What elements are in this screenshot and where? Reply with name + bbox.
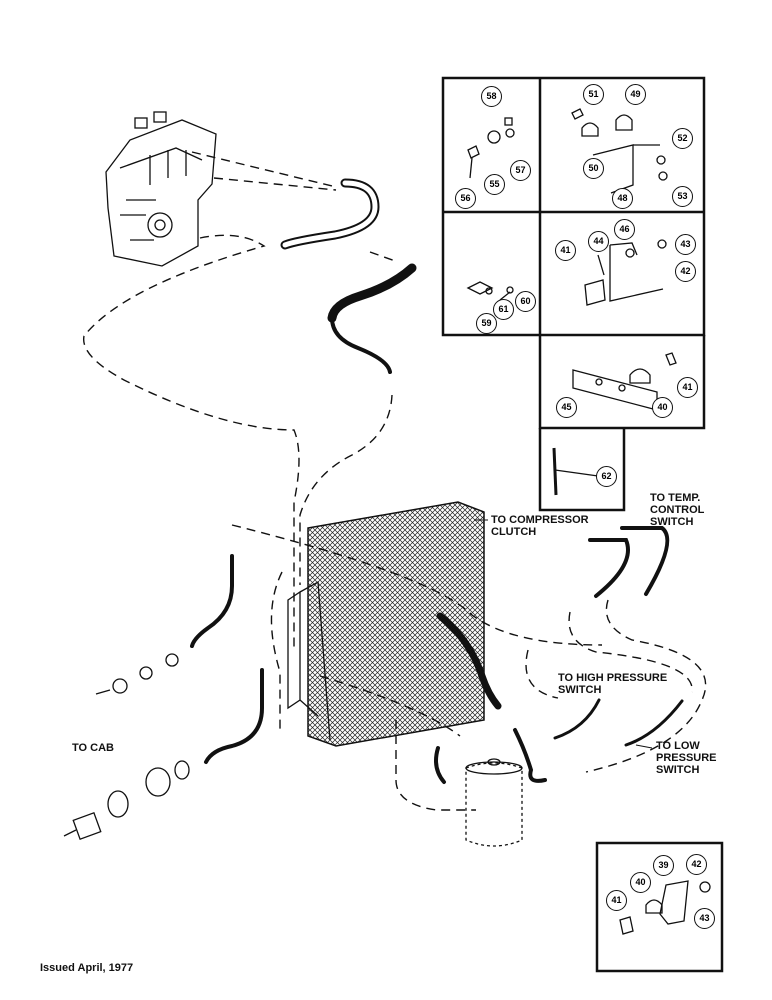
callout-42-top: 42 <box>675 261 696 282</box>
callout-60: 60 <box>515 291 536 312</box>
cab-fittings <box>63 653 190 840</box>
callout-43-bottom: 43 <box>694 908 715 929</box>
callout-62: 62 <box>596 466 617 487</box>
callout-41-top: 41 <box>555 240 576 261</box>
callout-41-mid: 41 <box>677 377 698 398</box>
routing-dashed-lines <box>83 151 707 811</box>
callout-41-bottom: 41 <box>606 890 627 911</box>
callout-56: 56 <box>455 188 476 209</box>
label-to-high-pressure-switch: TO HIGH PRESSURE SWITCH <box>558 672 668 696</box>
callout-42-bottom: 42 <box>686 854 707 875</box>
callout-50: 50 <box>583 158 604 179</box>
label-leaders <box>474 519 653 749</box>
callout-48: 48 <box>612 188 633 209</box>
parts-inset-grid <box>441 76 724 973</box>
callout-57: 57 <box>510 160 531 181</box>
callout-53: 53 <box>672 186 693 207</box>
inset-parts-sketches <box>466 108 711 935</box>
issued-date: Issued April, 1977 <box>40 962 134 974</box>
label-to-temp-control-switch: TO TEMP. CONTROL SWITCH <box>650 492 705 528</box>
callout-40-mid: 40 <box>652 397 673 418</box>
callout-43-top: 43 <box>675 234 696 255</box>
condenser-core <box>287 501 485 747</box>
callout-45: 45 <box>556 397 577 418</box>
callout-49: 49 <box>625 84 646 105</box>
callout-58: 58 <box>481 86 502 107</box>
compressor-sketch <box>105 111 217 267</box>
callout-39: 39 <box>653 855 674 876</box>
callout-59: 59 <box>476 313 497 334</box>
label-to-compressor-clutch: TO COMPRESSOR CLUTCH <box>491 514 589 538</box>
label-to-cab: TO CAB <box>72 742 114 754</box>
callout-52: 52 <box>672 128 693 149</box>
callout-61: 61 <box>493 299 514 320</box>
callout-40-bottom: 40 <box>630 872 651 893</box>
callout-46: 46 <box>614 219 635 240</box>
callout-44: 44 <box>588 231 609 252</box>
receiver-drier <box>465 758 523 847</box>
hoses-and-tubes <box>190 178 684 784</box>
callout-55: 55 <box>484 174 505 195</box>
callout-51: 51 <box>583 84 604 105</box>
label-to-low-pressure-switch: TO LOW PRESSURE SWITCH <box>656 740 717 776</box>
